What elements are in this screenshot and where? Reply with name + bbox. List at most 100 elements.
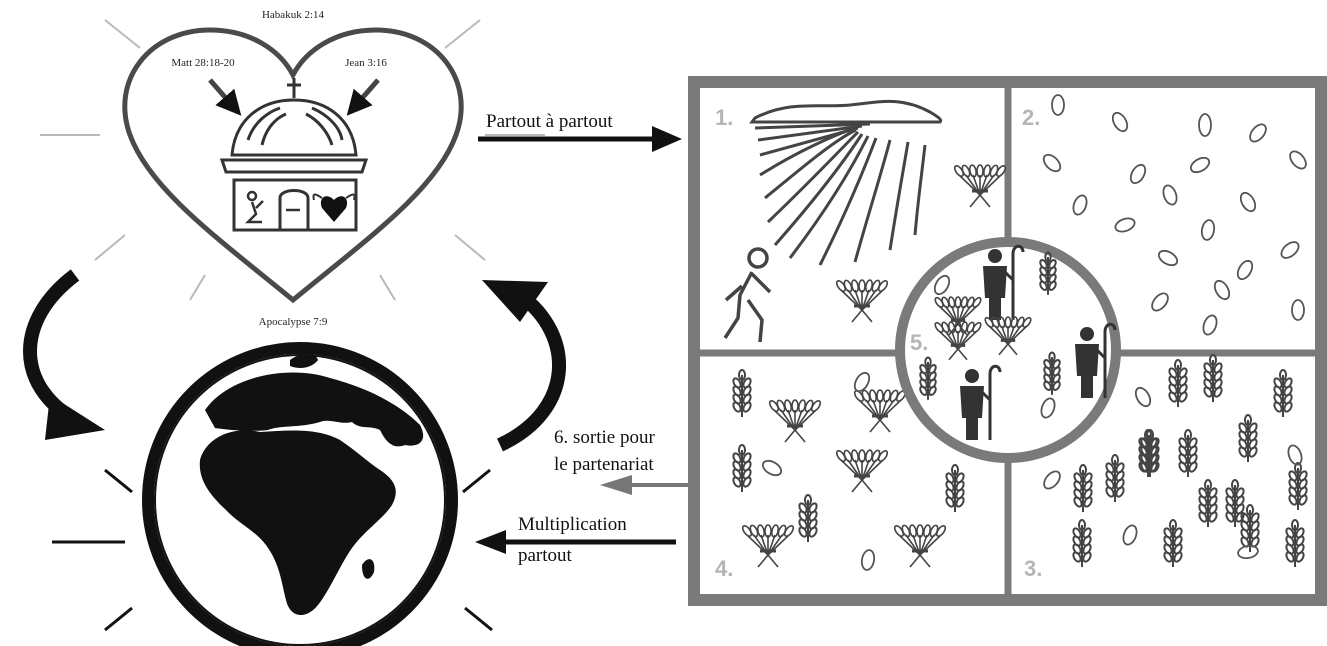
seed-icon: [1122, 524, 1138, 546]
seed-icon: [1291, 299, 1305, 321]
label-partout: Partout à partout: [486, 111, 613, 132]
seed-icon: [1237, 544, 1259, 560]
arrow-partnership: 6. sortie pour le partenariat: [554, 427, 705, 495]
wheat-stalk-icon: [1105, 454, 1125, 502]
wheat-stalk-icon: [732, 369, 752, 417]
seed-icon: [1043, 470, 1061, 490]
wheat-bundle-icon: [934, 321, 982, 361]
winged-heart-icon: [312, 193, 356, 222]
seed-icon: [1198, 113, 1212, 137]
seed-icon: [1040, 397, 1056, 419]
center-seeds: [933, 274, 1056, 419]
walking-person-icon: [723, 247, 772, 343]
panel-4-number: 4.: [715, 556, 733, 581]
wheat-stalk-icon: [732, 444, 752, 492]
seed-icon: [1239, 191, 1257, 213]
continents-icon: [199, 354, 424, 616]
wheat-bundle-icon: [835, 279, 889, 323]
wheat-stalk-icon: [945, 464, 965, 512]
seed-icon: [1151, 292, 1169, 312]
ref-right: Jean 3:16: [345, 57, 387, 69]
seed-icon: [1111, 111, 1129, 133]
wheat-bundle-icon: [741, 524, 795, 568]
wheat-stalk-icon: [1288, 462, 1308, 510]
heart-rays: [40, 19, 545, 301]
seed-icon: [853, 371, 871, 393]
wheat-stalk-icon: [1039, 251, 1057, 295]
ref-top: Habakuk 2:14: [262, 9, 325, 21]
wheat-bundle-icon: [984, 316, 1032, 356]
wheat-stalk-icon: [1073, 464, 1093, 512]
wheat-stalk-icon: [798, 494, 818, 542]
wheat-stalk-icon: [1238, 414, 1258, 462]
heart-group: Habakuk 2:14 Matt 28:18-20 Jean 3:16: [40, 9, 545, 304]
panel-3-number: 3.: [1024, 556, 1042, 581]
label-partnership-2: le partenariat: [554, 454, 654, 475]
wheat-stalk-icon: [1043, 351, 1061, 395]
wheat-stalk-icon: [1198, 479, 1218, 527]
seed-icon: [1051, 94, 1065, 116]
wheat-bundle-icon: [934, 296, 982, 336]
seed-icon: [1236, 259, 1254, 281]
seed-icon: [1213, 279, 1231, 301]
seed-icon: [1129, 163, 1147, 185]
curved-arrow-left-head-icon: [45, 395, 105, 440]
seed-icon: [1157, 249, 1179, 267]
wheat-stalk-icon: [1163, 519, 1183, 567]
wheat-stalk-icon: [1072, 519, 1092, 567]
seed-icon: [1287, 444, 1303, 466]
curved-arrow-right-icon: [496, 289, 566, 452]
seed-icon: [1134, 386, 1152, 408]
panel-2-number: 2.: [1022, 105, 1040, 130]
seed-icon: [1162, 184, 1178, 206]
center-contents: [919, 244, 1117, 440]
wheat-bundle-icon: [768, 399, 822, 443]
heart-icon: [122, 27, 464, 304]
seed-icon: [1280, 241, 1300, 259]
seed-icon: [1042, 153, 1062, 173]
seed-icon: [1189, 156, 1211, 174]
seed-icon: [1249, 123, 1267, 143]
seed-icon: [1202, 314, 1218, 336]
wheat-stalks: [732, 354, 1308, 567]
seed-icon: [933, 274, 951, 296]
curved-arrow-right-head-icon: [482, 280, 548, 322]
wheat-stalk-icon: [1285, 519, 1305, 567]
seed-icon: [1200, 219, 1216, 241]
wheat-bundle-icon: [893, 524, 947, 568]
wheat-stalk-icon: [1203, 354, 1223, 402]
seeds-panel-3-4: [761, 371, 1303, 571]
shepherd-icon: [960, 364, 1002, 440]
globe-highlight: [154, 354, 446, 646]
wheat-stalk-icon: [919, 356, 937, 400]
globe-group: Apocalypse 7:9: [52, 316, 493, 646]
wheat-stalk-icon: [1168, 359, 1188, 407]
praying-person-icon: [244, 190, 264, 224]
hut-icon: [219, 78, 369, 232]
four-fields-panel: 1. 2. 3. 4.: [688, 76, 1327, 606]
wheat-stalk-icon: [1138, 429, 1158, 477]
wheat-stalk-icon: [1273, 369, 1293, 417]
wheat-stalk-icon: [1225, 479, 1245, 527]
arrow-to-field: Partout à partout: [478, 111, 682, 152]
seed-icon: [761, 459, 783, 477]
seed-icon: [860, 549, 876, 571]
label-partnership-1: 6. sortie pour: [554, 427, 655, 448]
wheat-stalk-icon: [1178, 429, 1198, 477]
panel-1-number: 1.: [715, 105, 733, 130]
arrow-right-ref-icon: [346, 78, 380, 116]
seed-icon: [1114, 217, 1136, 233]
arrow-multiplication: Multiplication partout: [475, 514, 676, 566]
shepherd-icon: [983, 244, 1025, 320]
panel-5-number: 5.: [910, 330, 928, 355]
wheat-bundle-icon: [835, 449, 889, 493]
shepherd-icon: [1075, 322, 1117, 398]
ref-bottom: Apocalypse 7:9: [259, 316, 328, 328]
sun-rays-icon: [749, 99, 943, 266]
wheat-bundles: [741, 164, 1007, 568]
label-multiplication-1: Multiplication: [518, 514, 627, 535]
seed-icon: [1289, 150, 1307, 170]
wheat-bundle-icon: [953, 164, 1007, 208]
arrow-left-ref-icon: [208, 78, 242, 116]
